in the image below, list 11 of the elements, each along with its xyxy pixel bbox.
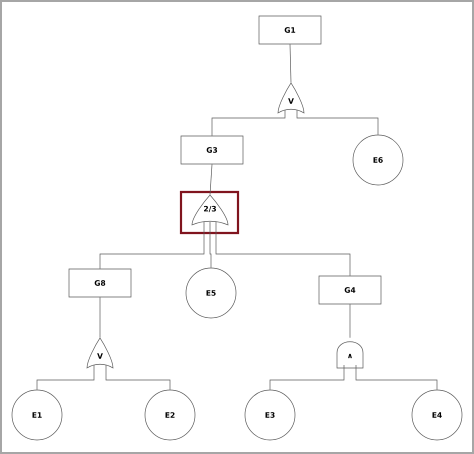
connector-line	[296, 110, 378, 135]
connector-line	[270, 364, 344, 390]
connector-line	[210, 164, 212, 196]
connector-line	[106, 364, 170, 390]
connector-line	[212, 110, 286, 136]
connector-line	[356, 364, 438, 390]
connector-line	[216, 222, 350, 276]
connector-line	[290, 44, 292, 84]
connector-line	[36, 364, 94, 390]
connector-line	[100, 222, 204, 269]
connector-line	[210, 222, 212, 268]
